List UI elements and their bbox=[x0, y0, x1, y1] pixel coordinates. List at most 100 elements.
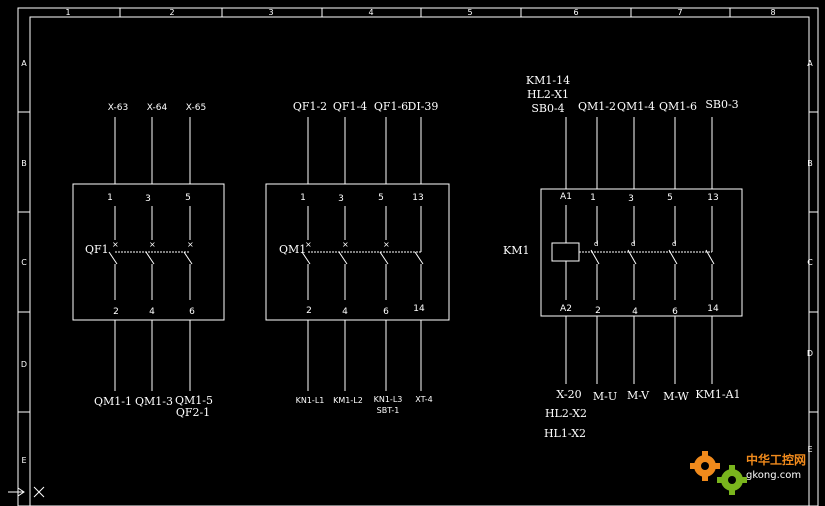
pin-top: 1 bbox=[300, 193, 306, 203]
row-letter-left: D bbox=[21, 360, 27, 369]
pin-bottom: 2 bbox=[595, 306, 601, 316]
pin-bottom: 4 bbox=[632, 307, 638, 317]
contact-mark: d bbox=[631, 240, 635, 248]
pin-bottom: 6 bbox=[672, 307, 678, 317]
pin-bottom: 6 bbox=[383, 307, 389, 317]
col-number: 7 bbox=[677, 8, 682, 17]
pin-bottom: 2 bbox=[306, 306, 312, 316]
bottom-label: M-V bbox=[627, 389, 650, 402]
row-letter-right: B bbox=[807, 159, 813, 168]
pin-top: 1 bbox=[107, 193, 113, 203]
pin-top: 5 bbox=[378, 193, 384, 203]
top-label-stack: HL2-X1 bbox=[527, 88, 569, 101]
row-letter-right: A bbox=[807, 59, 813, 68]
bottom-label: SBT-1 bbox=[377, 406, 400, 415]
pin-top: 3 bbox=[145, 194, 151, 204]
pin-bottom: 14 bbox=[707, 304, 719, 314]
col-number: 5 bbox=[467, 8, 472, 17]
bottom-label: M-W bbox=[663, 390, 689, 403]
bottom-label: QM1-1 bbox=[94, 395, 132, 408]
top-label: X-65 bbox=[186, 103, 206, 113]
pin-bottom: 14 bbox=[413, 304, 425, 314]
pin-top: A1 bbox=[560, 192, 572, 202]
top-label: QM1-2 bbox=[578, 100, 616, 113]
row-letter-right: C bbox=[807, 258, 813, 267]
pin-bottom: 4 bbox=[149, 307, 155, 317]
bottom-label: XT-4 bbox=[415, 395, 432, 404]
breaker-mark: × bbox=[383, 240, 390, 249]
bottom-label: KM1-A1 bbox=[695, 388, 740, 401]
breaker-qf1: X-63 X-64 X-65 1 3 5 × × × QF1 2 4 6 QM1… bbox=[72, 103, 225, 419]
col-number: 4 bbox=[368, 8, 373, 17]
breaker-mark: × bbox=[305, 240, 312, 249]
device-label: QM1 bbox=[279, 243, 306, 256]
watermark-text: 中华工控网 bbox=[746, 452, 806, 467]
bottom-label: KN1-L3 bbox=[374, 395, 403, 404]
pin-top: 1 bbox=[590, 193, 596, 203]
gear-icon bbox=[690, 451, 747, 495]
pin-bottom: A2 bbox=[560, 304, 572, 314]
row-letter-left: A bbox=[21, 59, 27, 68]
top-label: QM1-4 bbox=[617, 100, 655, 113]
contact-mark: d bbox=[594, 240, 598, 248]
gkong-watermark: 中华工控网 gkong.com bbox=[690, 451, 806, 495]
device-box bbox=[72, 183, 225, 321]
ucs-icon bbox=[8, 486, 45, 498]
top-label: X-63 bbox=[108, 103, 128, 113]
pin-top: 3 bbox=[338, 194, 344, 204]
pin-top: 5 bbox=[667, 193, 673, 203]
col-number: 2 bbox=[169, 8, 174, 17]
pin-bottom: 6 bbox=[189, 307, 195, 317]
top-label-stack: KM1-14 bbox=[526, 74, 570, 87]
bottom-label-stack: HL2-X2 bbox=[545, 407, 587, 420]
col-number: 8 bbox=[770, 8, 775, 17]
col-number: 6 bbox=[573, 8, 578, 17]
row-letter-right: E bbox=[807, 445, 812, 454]
pin-bottom: 2 bbox=[113, 307, 119, 317]
breaker-mark: × bbox=[342, 240, 349, 249]
row-letter-left: B bbox=[21, 159, 27, 168]
device-box bbox=[540, 188, 743, 317]
contactor-km1: KM1-14 HL2-X1 SB0-4 QM1-2 QM1-4 QM1-6 SB… bbox=[503, 74, 743, 440]
col-number: 3 bbox=[268, 8, 273, 17]
top-label: QF1-2 bbox=[293, 100, 327, 113]
top-label: QF1-6 bbox=[374, 100, 408, 113]
watermark-url: gkong.com bbox=[746, 470, 801, 481]
pin-bottom: 4 bbox=[342, 307, 348, 317]
breaker-mark: × bbox=[149, 240, 156, 249]
device-box bbox=[265, 183, 450, 321]
bottom-label: QF2-1 bbox=[176, 406, 210, 419]
row-letter-left: E bbox=[21, 456, 26, 465]
device-label: KM1 bbox=[503, 244, 529, 257]
top-label: X-64 bbox=[147, 103, 168, 113]
col-number: 1 bbox=[65, 8, 70, 17]
breaker-mark: × bbox=[112, 240, 119, 249]
bottom-label: KN1-L1 bbox=[296, 396, 325, 405]
top-label: QF1-4 bbox=[333, 100, 367, 113]
pin-top: 3 bbox=[628, 194, 634, 204]
device-label: QF1 bbox=[85, 243, 109, 256]
column-numbers: 1 2 3 4 5 6 7 8 bbox=[65, 8, 775, 17]
top-label: SB0-3 bbox=[705, 98, 738, 111]
bottom-label-stack: HL1-X2 bbox=[544, 427, 586, 440]
top-label: QM1-6 bbox=[659, 100, 697, 113]
top-label: DI-39 bbox=[408, 100, 439, 113]
breaker-qm1: QF1-2 QF1-4 QF1-6 DI-39 1 3 5 13 × × × Q… bbox=[265, 100, 450, 415]
row-letter-right: D bbox=[807, 349, 813, 358]
drawing-frame bbox=[17, 7, 819, 506]
top-label-stack: SB0-4 bbox=[531, 102, 564, 115]
row-letters: A B C D E A B C D E bbox=[21, 59, 813, 465]
contact-mark: d bbox=[672, 240, 676, 248]
pin-top: 13 bbox=[412, 193, 423, 203]
coil-symbol bbox=[551, 242, 580, 262]
bottom-label: KM1-L2 bbox=[333, 396, 363, 405]
row-letter-left: C bbox=[21, 258, 27, 267]
pin-top: 13 bbox=[707, 193, 718, 203]
bottom-label: M-U bbox=[593, 390, 617, 403]
bottom-label: QM1-3 bbox=[135, 395, 173, 408]
bottom-label: X-20 bbox=[556, 388, 581, 401]
breaker-mark: × bbox=[187, 240, 194, 249]
bottom-label: QM1-5 bbox=[175, 394, 213, 407]
pin-top: 5 bbox=[185, 193, 191, 203]
